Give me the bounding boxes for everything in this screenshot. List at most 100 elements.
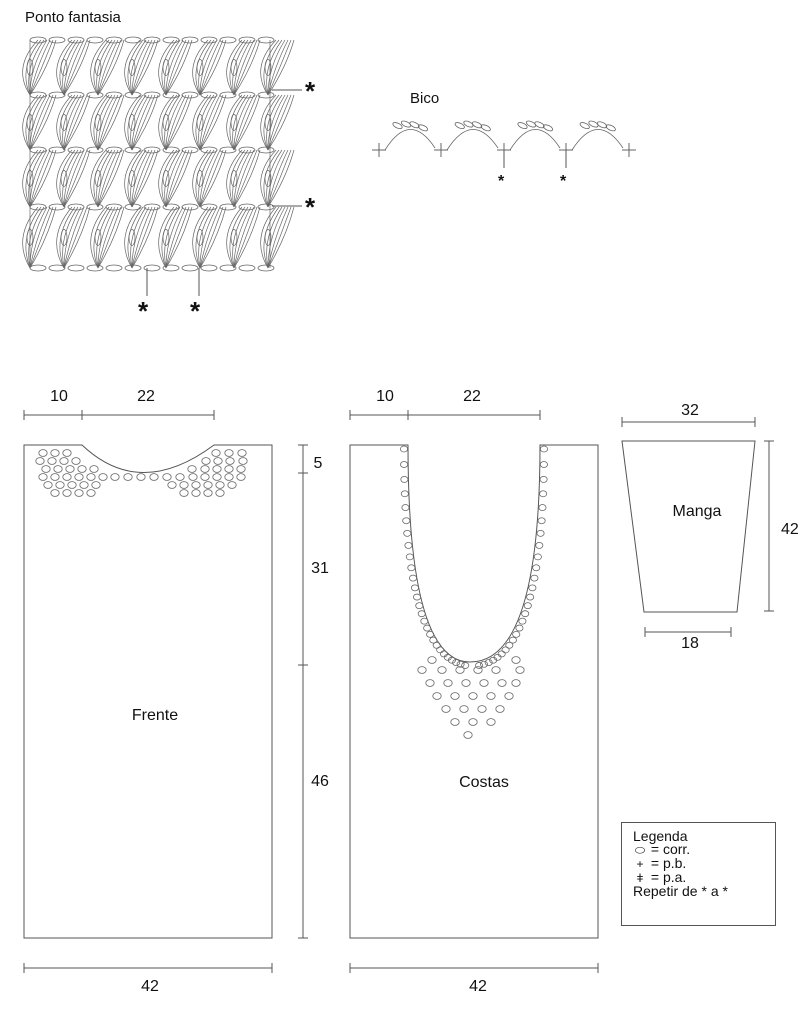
edging-repeat-mark-right: *	[560, 173, 567, 190]
treble-stitch	[199, 206, 218, 269]
stitch-dot	[213, 457, 223, 465]
stitch-dot	[136, 473, 146, 481]
treble-stitch	[266, 149, 283, 208]
stitch-dot	[200, 473, 210, 481]
treble-stitch	[267, 94, 295, 151]
sleeve-panel: Manga	[621, 440, 756, 613]
treble-stitch	[198, 94, 215, 151]
stitch-dot	[62, 489, 72, 497]
stitch-dot	[50, 449, 60, 457]
treble-stitch	[267, 206, 295, 269]
treble-stitch	[267, 149, 292, 208]
chain-stitch	[60, 114, 68, 131]
treble-stitch	[90, 39, 107, 96]
stitch-dot	[38, 449, 48, 457]
front-width-bottom: 42	[141, 978, 159, 995]
stitch-dot	[539, 461, 548, 468]
front-neck-dots	[35, 449, 248, 497]
treble-stitch	[22, 149, 39, 208]
treble-stitch	[233, 149, 261, 208]
treble-stitch	[165, 39, 187, 96]
treble-stitch	[232, 94, 249, 151]
treble-stitch	[97, 94, 122, 151]
stitch-dot	[53, 465, 63, 473]
stitch-dot	[79, 481, 89, 489]
stitch-dot	[521, 610, 530, 618]
stitch-dot	[537, 517, 546, 525]
treble-stitch	[97, 39, 116, 96]
treble-stitch	[158, 39, 175, 96]
treble-stitch	[232, 149, 249, 208]
chain-stitch	[264, 114, 272, 131]
chain-stitch	[579, 122, 590, 130]
front-height-neck: 5	[314, 455, 323, 472]
treble-stitch	[56, 206, 73, 269]
treble-stitch	[22, 206, 39, 269]
back-label: Costas	[459, 774, 509, 791]
treble-stitch	[199, 94, 221, 151]
stitch-dot	[67, 481, 77, 489]
stitch-dot	[38, 473, 48, 481]
treble-stitch	[97, 149, 122, 208]
chain-stitch	[257, 146, 275, 154]
treble-stitch	[158, 94, 175, 151]
front-height-armhole: 31	[311, 560, 329, 577]
treble-stitch	[165, 149, 187, 208]
treble-stitch	[29, 94, 54, 151]
stitch-dot	[456, 660, 465, 668]
chain-stitch	[264, 59, 272, 76]
treble-stitch	[56, 149, 73, 208]
treble-stitch	[267, 149, 286, 208]
treble-stitch	[62, 39, 79, 96]
treble-stitch	[29, 39, 57, 96]
treble-stitch	[131, 94, 150, 151]
stitch-dot	[441, 705, 451, 713]
stitch-dot	[484, 659, 493, 666]
chain-stitch	[143, 36, 161, 44]
stitch-dot	[461, 679, 471, 687]
treble-stitch	[199, 39, 218, 96]
treble-stitch	[63, 94, 91, 151]
chain-stitch	[417, 124, 429, 132]
treble-stitch	[96, 39, 113, 96]
treble-stitch	[63, 206, 82, 269]
stitch-dot	[538, 504, 547, 511]
stitch-dot	[224, 449, 234, 457]
treble-stitch	[63, 206, 88, 269]
treble-stitch	[199, 94, 227, 151]
stitch-dot	[432, 641, 441, 649]
chain-stitch	[196, 59, 204, 76]
stitch-dot	[515, 624, 524, 632]
chain-stitch	[128, 59, 136, 76]
treble-stitch	[260, 94, 277, 151]
stitch-dot	[501, 646, 510, 654]
treble-stitch	[131, 94, 159, 151]
stitch-dot	[486, 692, 496, 700]
treble-stitch	[158, 206, 175, 269]
chain-stitch	[238, 91, 256, 99]
stitch-dot	[215, 481, 225, 489]
edging-title: Bico	[410, 90, 439, 107]
chain-stitch	[257, 203, 275, 211]
chain-stitch	[196, 170, 204, 187]
treble-stitch	[165, 149, 193, 208]
stitch-dot	[417, 610, 426, 618]
stitch-dot	[479, 660, 488, 668]
treble-stitch	[63, 39, 82, 96]
stitch-dot	[495, 705, 505, 713]
legend: Legenda ⬭ = corr. + = p.b. ǂ = p.a. Repe…	[621, 822, 776, 926]
front-width-shoulder: 10	[50, 388, 68, 405]
treble-stitch	[63, 39, 85, 96]
chain-stitch	[409, 121, 420, 129]
stitch-dot	[530, 574, 539, 582]
treble-stitch	[131, 39, 150, 96]
treble-stitch	[29, 94, 51, 151]
treble-stitch	[192, 39, 209, 96]
stitch-dot	[475, 662, 484, 669]
treble-stitch	[267, 39, 289, 96]
chain-oval-icon: ⬭	[634, 843, 646, 857]
treble-stitch	[199, 149, 224, 208]
stitch-dot	[539, 490, 548, 498]
treble-stitch	[63, 94, 85, 151]
stitch-dot	[439, 650, 448, 658]
